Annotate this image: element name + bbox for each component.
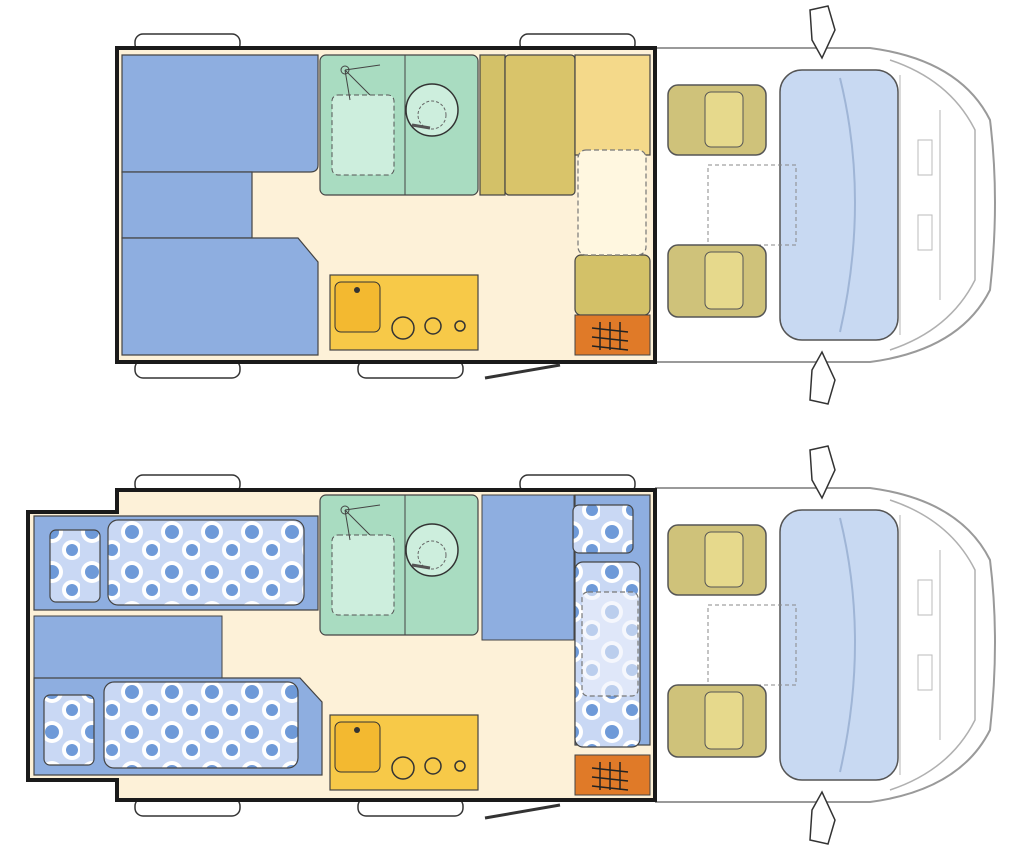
cab-driver-area: [654, 5, 996, 405]
floor-plan-twin-single-beds: [26, 445, 996, 845]
rear-double-bed: [121, 54, 319, 356]
single-bed-left: [33, 515, 319, 611]
bathroom: [318, 493, 480, 637]
side-seat: [572, 494, 651, 748]
heater-icon: [574, 314, 651, 356]
kitchen-counter: [329, 714, 479, 791]
entry-door: [483, 363, 562, 380]
dinette-seating: [479, 54, 651, 316]
bathroom: [318, 53, 480, 197]
cab-driver-area: [654, 445, 996, 845]
entry-door: [483, 803, 562, 820]
wardrobe: [481, 494, 575, 641]
heater-icon: [574, 754, 651, 796]
kitchen-counter: [329, 274, 479, 351]
floor-plan-rear-double-bed: [115, 5, 996, 405]
bed-connector: [33, 615, 223, 679]
single-bed-right: [33, 677, 323, 776]
